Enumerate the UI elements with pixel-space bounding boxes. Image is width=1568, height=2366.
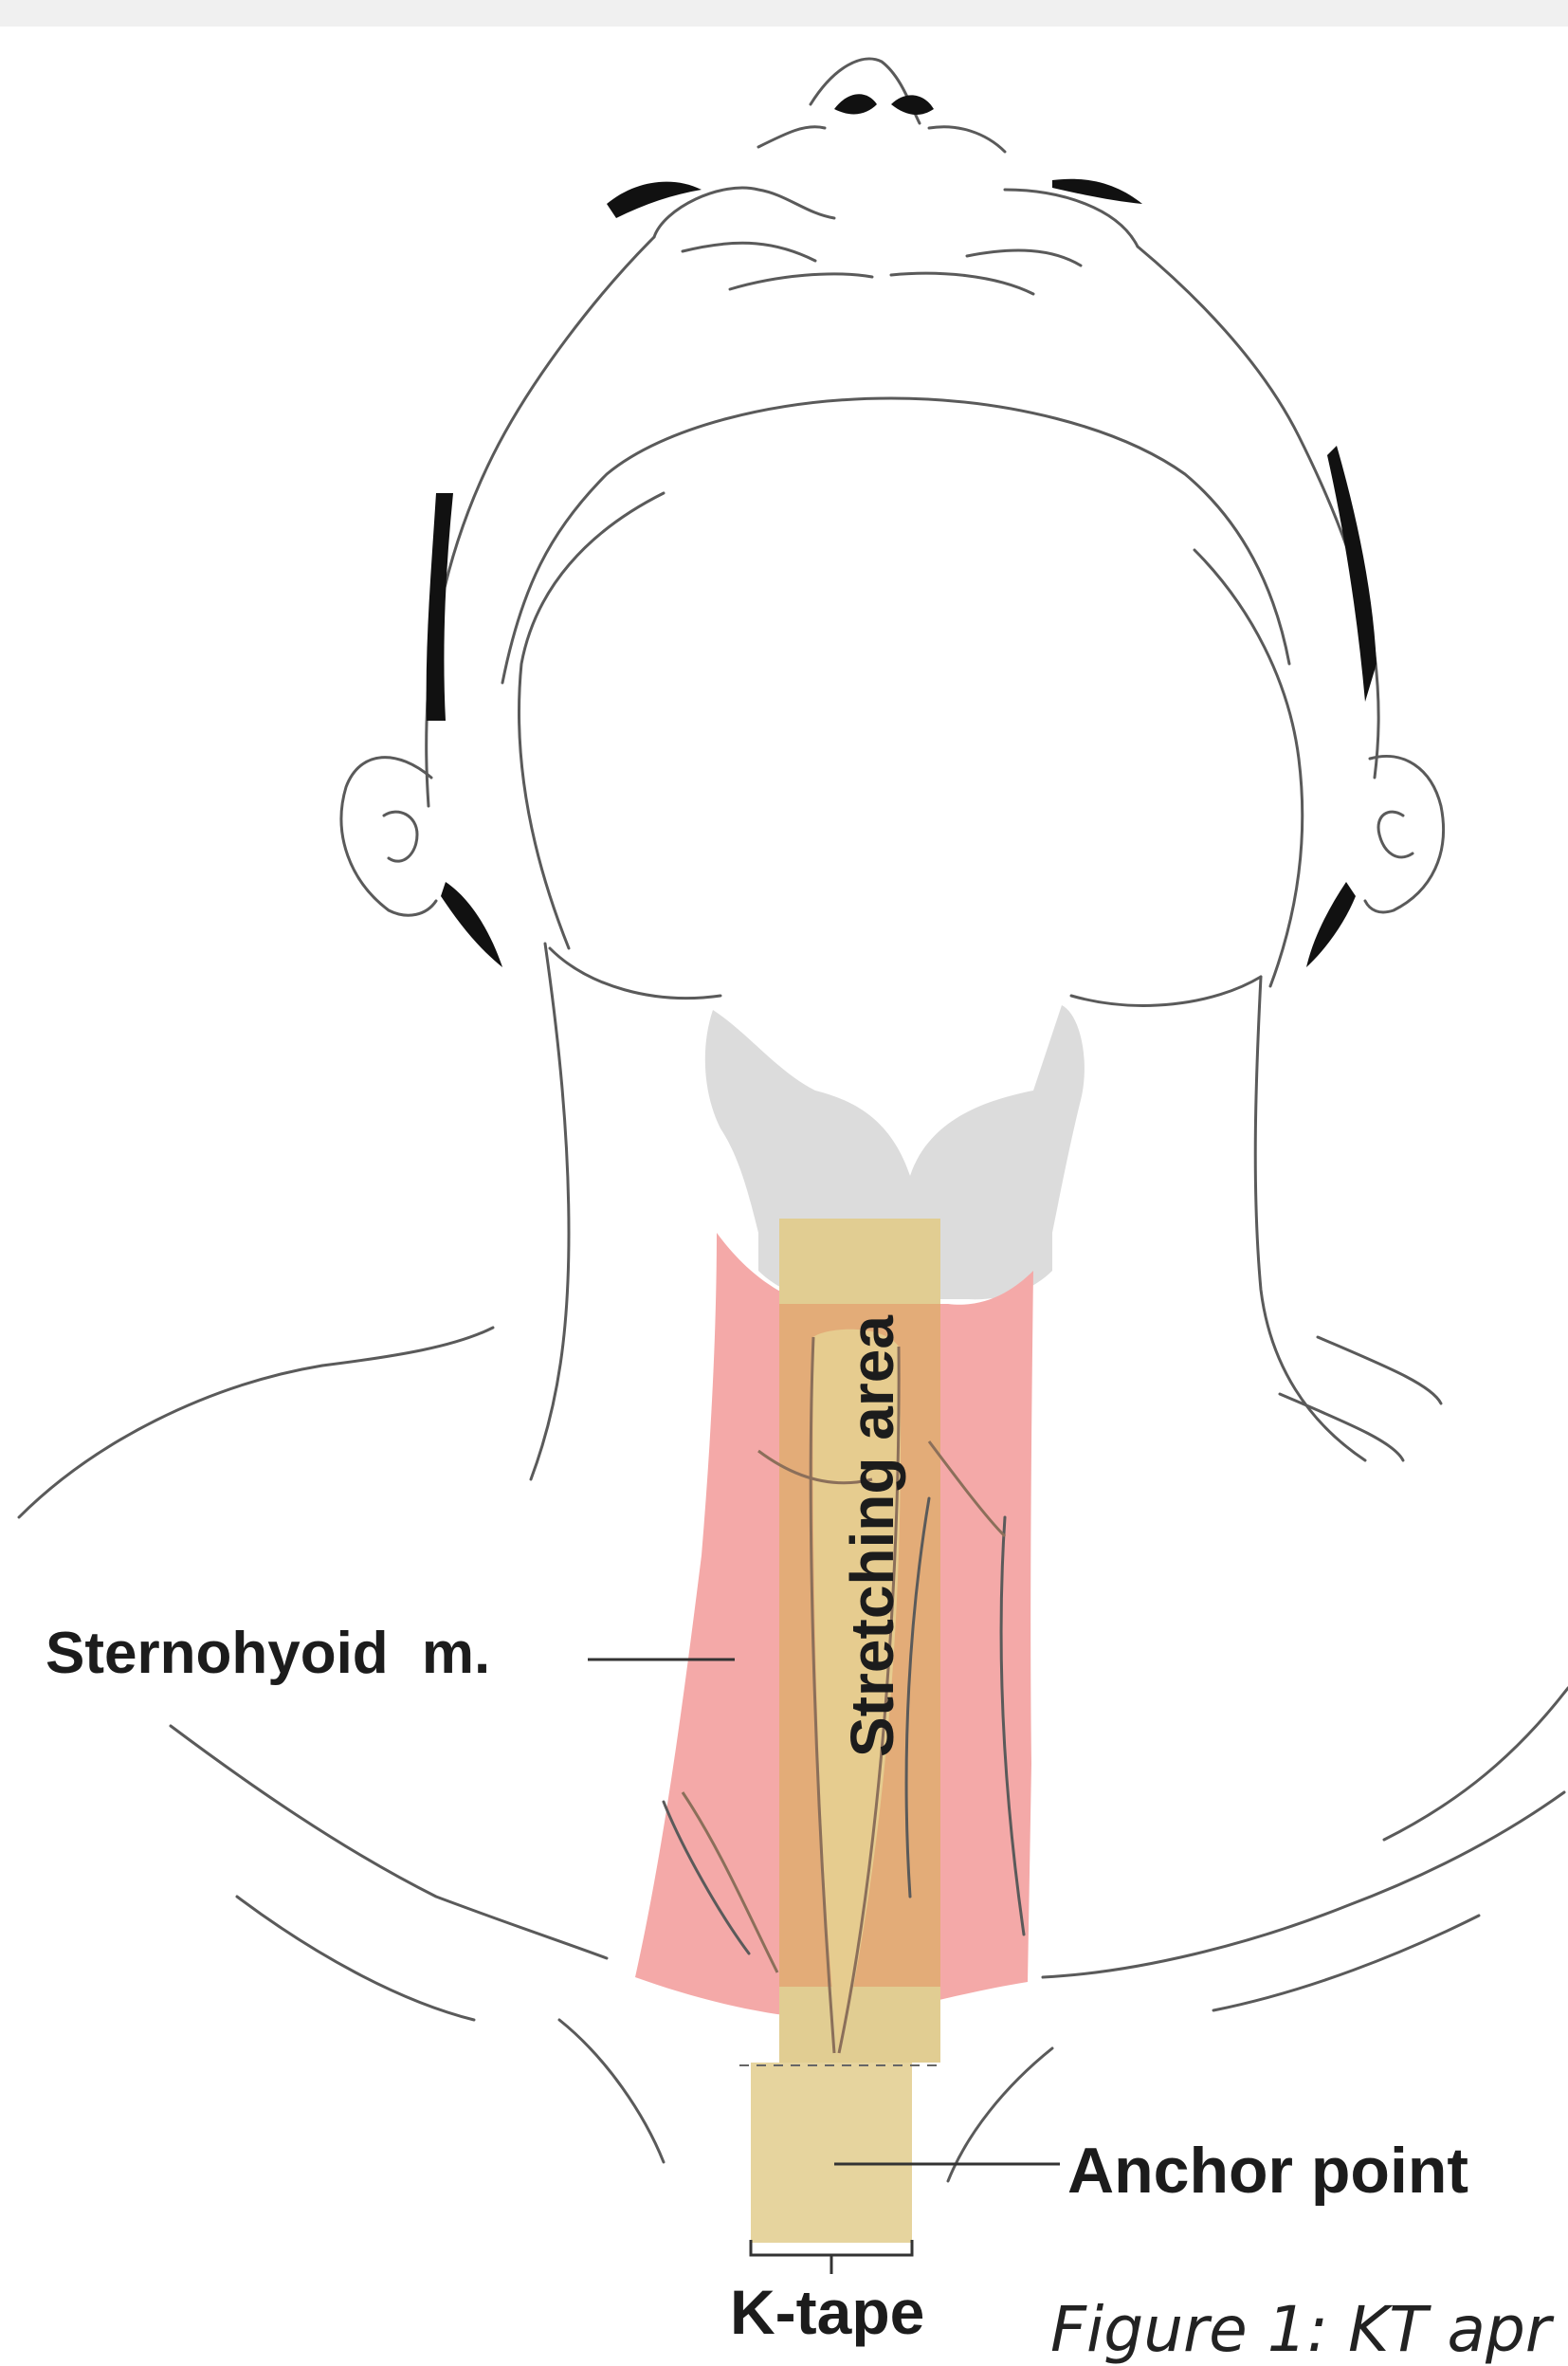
- stretching-area-label: Stretching area: [837, 1315, 907, 1757]
- k-tape-lower: [751, 2063, 912, 2243]
- sternohyoid-label: Sternohyoid m.: [46, 1620, 490, 1687]
- k-tape-width-bracket: [751, 2240, 912, 2274]
- k-tape-label: K-tape: [730, 2276, 924, 2348]
- figure-caption: Figure 1: KT apr: [1050, 2293, 1551, 2366]
- anchor-point-label: Anchor point: [1067, 2134, 1468, 2208]
